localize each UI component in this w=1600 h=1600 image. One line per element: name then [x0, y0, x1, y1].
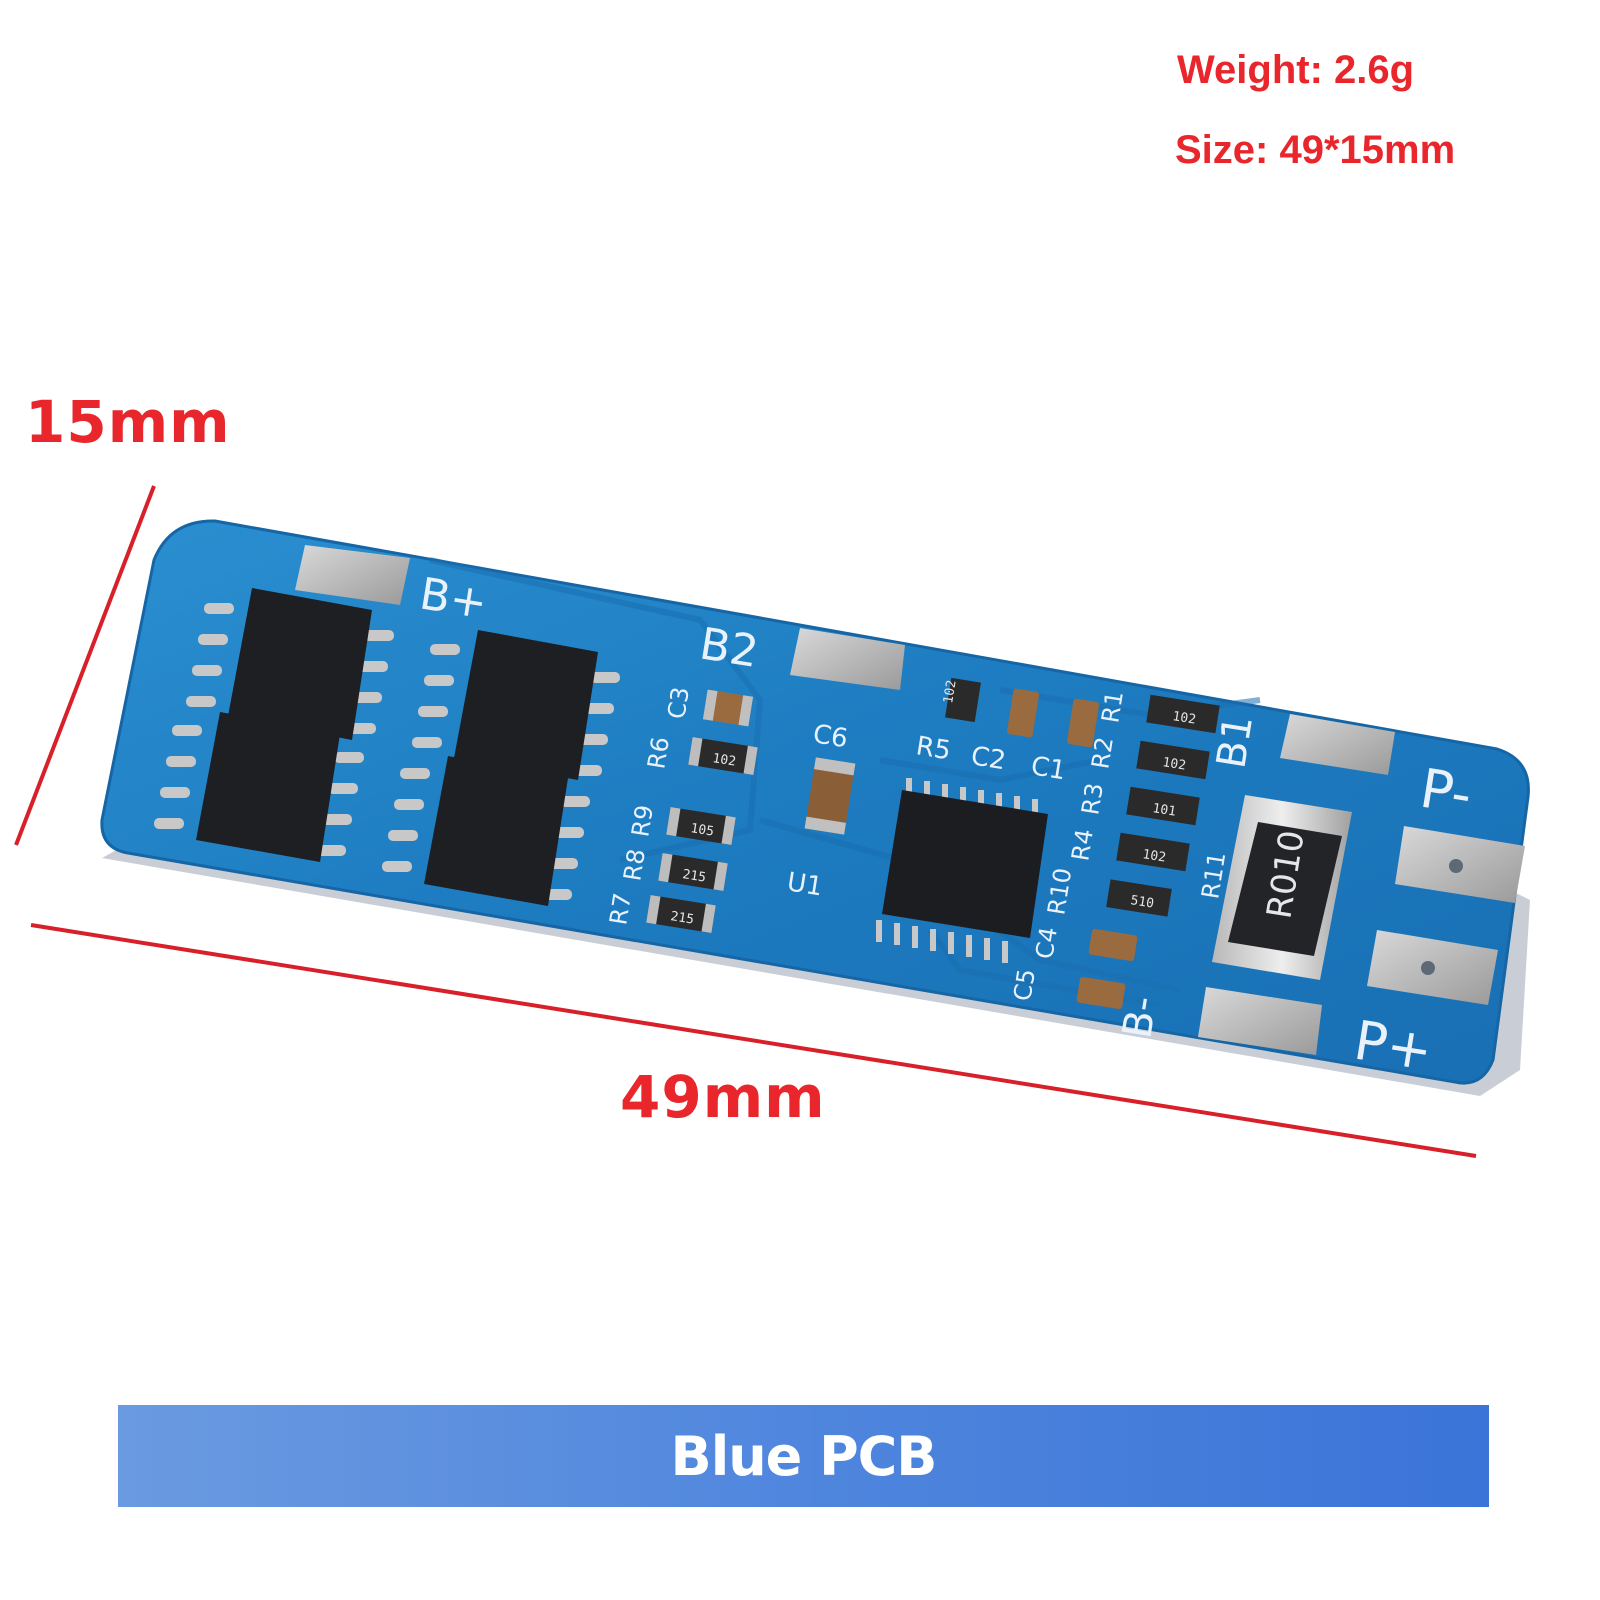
resistor-r4 — [1116, 832, 1190, 872]
silk-b-minus: B- — [1114, 993, 1166, 1042]
pad-b-minus — [1198, 987, 1322, 1055]
silk-r6: R6 — [642, 735, 675, 771]
mosfet-1 — [186, 588, 394, 740]
protection-ic — [876, 778, 1048, 963]
resistor-r6 — [688, 737, 758, 775]
caption-banner: Blue PCB — [118, 1405, 1489, 1507]
silk-b2: B2 — [696, 618, 761, 677]
capacitor-c1 — [1066, 698, 1100, 748]
code-r1: 102 — [1171, 709, 1197, 727]
smd-parts — [646, 677, 1220, 1010]
resistor-r7 — [646, 895, 716, 933]
code-r8: 215 — [681, 867, 707, 885]
mosfet-4 — [382, 756, 590, 906]
code-r9: 105 — [689, 821, 715, 839]
solder-pads — [295, 545, 1525, 1055]
pad-b-plus — [295, 545, 410, 605]
silk-c4: C4 — [1030, 925, 1063, 961]
capacitor-c3 — [702, 689, 754, 727]
resistor-r2 — [1136, 740, 1210, 780]
silk-r7: R7 — [604, 891, 637, 927]
spec-size: Size: 49*15mm — [1175, 128, 1456, 172]
resistor-r1 — [1146, 694, 1220, 734]
mosfet-chips — [154, 588, 620, 906]
resistor-r9 — [666, 807, 736, 845]
width-dimension-label: 49mm — [620, 1063, 826, 1131]
resistor-r8 — [658, 853, 728, 891]
pad-b1 — [1280, 714, 1395, 775]
silk-c6: C6 — [811, 719, 850, 754]
code-r6: 102 — [711, 751, 737, 769]
silk-u1: U1 — [785, 867, 825, 902]
pad-b2 — [790, 628, 905, 690]
height-dimension-label: 15mm — [25, 388, 231, 456]
spec-weight: Weight: 2.6g — [1177, 48, 1415, 92]
silk-r2: R2 — [1086, 735, 1119, 771]
silk-r8: R8 — [618, 847, 651, 883]
capacitor-c2 — [1006, 688, 1040, 738]
code-r7: 215 — [669, 909, 695, 927]
silk-b-plus: B+ — [416, 568, 490, 629]
code-r5: 102 — [941, 679, 959, 705]
resistor-r10 — [1106, 879, 1172, 917]
silk-r3: R3 — [1076, 781, 1109, 817]
capacitor-c4 — [1088, 928, 1138, 962]
silk-c2: C2 — [969, 741, 1008, 776]
code-r3: 101 — [1151, 801, 1177, 819]
silk-r5: R5 — [914, 731, 953, 766]
mosfet-3 — [154, 712, 364, 862]
silk-r4: R4 — [1066, 827, 1099, 863]
shunt-resistor — [1212, 795, 1352, 980]
code-r4: 102 — [1141, 847, 1167, 865]
silk-r1: R1 — [1096, 689, 1129, 725]
capacitor-c5 — [1076, 976, 1126, 1010]
code-r10: 510 — [1129, 893, 1155, 911]
caption-text: Blue PCB — [670, 1424, 938, 1488]
resistor-r5 — [945, 677, 981, 723]
code-r2: 102 — [1161, 755, 1187, 773]
silk-p-minus: P- — [1416, 757, 1476, 827]
silk-p-plus: P+ — [1350, 1009, 1437, 1083]
resistor-r3 — [1126, 786, 1200, 826]
capacitor-c6 — [804, 757, 856, 835]
silk-c3: C3 — [662, 685, 695, 721]
mosfet-2 — [412, 630, 620, 780]
silk-r9: R9 — [626, 803, 659, 839]
silk-c1: C1 — [1029, 751, 1068, 786]
silk-b1: B1 — [1208, 712, 1262, 771]
height-dimension-line — [14, 485, 156, 846]
silk-c5: C5 — [1008, 967, 1041, 1003]
width-dimension-line — [30, 923, 1477, 1158]
